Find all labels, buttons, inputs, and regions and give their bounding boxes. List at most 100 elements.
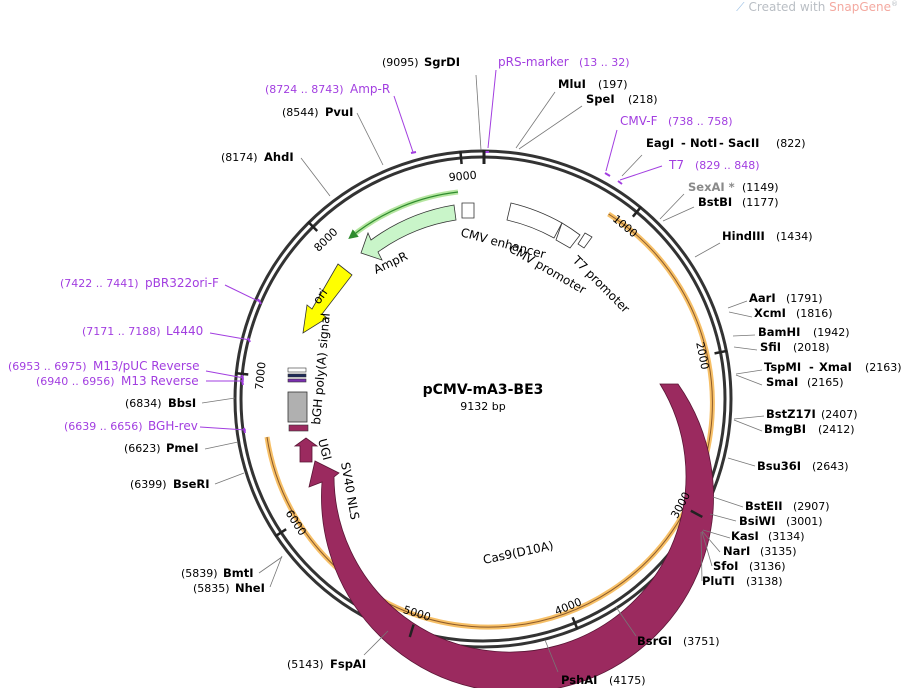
site-pvui[interactable]: PvuI [325, 105, 353, 119]
watermark-brand: SnapGene [829, 0, 891, 14]
site-eagi[interactable]: EagI [646, 136, 674, 150]
watermark-reg: ® [891, 0, 898, 8]
cmv-promoter-feature[interactable] [555, 222, 581, 249]
site-kasi-pos: (3134) [768, 530, 805, 543]
site-ahdi[interactable]: AhdI [264, 150, 294, 164]
site-bmti[interactable]: BmtI [223, 566, 254, 580]
site-bsteii-pos: (2907) [793, 500, 830, 513]
primer-connectors [199, 69, 663, 431]
site-xmai[interactable]: XmaI [819, 360, 852, 374]
t7-promoter-feature[interactable] [577, 232, 593, 249]
primer-cmv-f[interactable]: CMV-F [620, 114, 658, 128]
orf-band-cas9-line [266, 213, 713, 628]
site-bseri-pos: (6399) [130, 478, 167, 491]
site-tspmi[interactable]: TspMI [764, 360, 801, 374]
primer-m13puc-rev-pos: (6953 .. 6975) [8, 360, 87, 373]
site-bmgbi[interactable]: BmgBI [764, 422, 806, 436]
site-pshai[interactable]: PshAI [561, 673, 597, 687]
ampr-promoter-feature[interactable] [461, 202, 475, 219]
primer-prs-marker[interactable]: pRS-marker [498, 55, 569, 69]
site-bstz17i[interactable]: BstZ17I [766, 407, 816, 421]
site-sfoi[interactable]: SfoI [713, 559, 738, 573]
plasmid-name: pCMV-mA3-BE3 [423, 382, 544, 398]
site-pluti[interactable]: PluTI [702, 574, 735, 588]
tick-label: 2000 [693, 341, 711, 371]
site-hindiii[interactable]: HindIII [722, 229, 765, 243]
primer-l4440-pos: (7171 .. 7188) [82, 325, 161, 338]
site-bseri[interactable]: BseRI [173, 477, 210, 491]
primer-m13puc-rev[interactable]: M13/pUC Reverse [93, 359, 200, 373]
sv40-label: SV40 NLS [338, 461, 362, 521]
primer-m13-rev[interactable]: M13 Reverse [121, 374, 199, 388]
site-bamhi-pos: (1942) [813, 326, 850, 339]
site-bamhi[interactable]: BamHI [758, 325, 800, 339]
site-smai[interactable]: SmaI [766, 375, 798, 389]
site-bsiwi-pos: (3001) [786, 515, 823, 528]
primer-l4440[interactable]: L4440 [166, 324, 203, 338]
site-aari-pos: (1791) [786, 292, 823, 305]
site-aari[interactable]: AarI [749, 291, 776, 305]
cas9-feature[interactable] [308, 383, 714, 688]
site-sacii[interactable]: SacII [728, 136, 759, 150]
snapgene-watermark: ⟋Created with SnapGene® [736, 0, 898, 15]
site-sgrdi-pos: (9095) [382, 56, 419, 69]
site-xcmi[interactable]: XcmI [754, 306, 786, 320]
primer-amp-r-pos: (8724 .. 8743) [265, 83, 344, 96]
primer-prs-marker-pos: (13 .. 32) [579, 56, 630, 69]
tick-mark [235, 371, 249, 376]
lac-promoter-feature[interactable] [287, 373, 307, 378]
site-bbsi[interactable]: BbsI [168, 396, 196, 410]
tick-label: 6000 [283, 508, 309, 539]
site-nari[interactable]: NarI [723, 544, 750, 558]
site-bmti-pos: (5839) [181, 567, 218, 580]
ampr-feature[interactable] [360, 204, 457, 261]
tick-mark [714, 349, 728, 355]
site-bsu36i[interactable]: Bsu36I [757, 459, 801, 473]
site-sfii[interactable]: SfiI [760, 340, 781, 354]
site-kasi[interactable]: KasI [731, 529, 759, 543]
bgh-label: bGH poly(A) signal [309, 312, 333, 425]
ugi-label: UGI [315, 437, 334, 462]
tick-mark [571, 616, 579, 630]
site-bstbi[interactable]: BstBI [698, 195, 732, 209]
site-spei[interactable]: SpeI [586, 92, 615, 106]
site-hindiii-pos: (1434) [776, 230, 813, 243]
site-sexai[interactable]: SexAI * [688, 180, 735, 194]
site-fspai-pos: (5143) [287, 658, 324, 671]
site-smai-pos: (2165) [807, 376, 844, 389]
primer-amp-r[interactable]: Amp-R [350, 82, 390, 96]
snapgene-logo-icon: ⟋ [736, 0, 745, 14]
site-bbsi-pos: (6834) [125, 397, 162, 410]
site-spei-pos: (218) [628, 93, 658, 106]
primer-bgh-rev[interactable]: BGH-rev [148, 419, 198, 433]
sv40-nls-feature[interactable] [288, 424, 309, 432]
tick-mark [690, 509, 703, 519]
site-mlui[interactable]: MluI [558, 77, 586, 91]
cap-site-feature[interactable] [287, 378, 307, 383]
tick-mark [408, 624, 415, 638]
primer-pbr322ori-f[interactable]: pBR322ori-F [145, 276, 219, 290]
primer-labels: pRS-marker (13 .. 32) CMV-F (738 .. 758)… [8, 55, 760, 433]
site-tspmi-pos: (2163) [865, 361, 902, 374]
tick-mark [631, 205, 643, 218]
tick-mark [459, 150, 463, 165]
primer-pbr322ori-f-pos: (7422 .. 7441) [60, 277, 139, 290]
ugi-feature[interactable] [293, 437, 319, 463]
site-noti[interactable]: NotI [690, 136, 717, 150]
lac-operator-feature[interactable] [287, 367, 307, 373]
site-bsrgi[interactable]: BsrGI [637, 634, 672, 648]
site-bsteii[interactable]: BstEII [745, 499, 783, 513]
site-sgrdi[interactable]: SgrDI [424, 55, 460, 69]
site-bsrgi-pos: (3751) [683, 635, 720, 648]
site-bsiwi[interactable]: BsiWI [739, 514, 776, 528]
cmv-enhancer-feature[interactable] [506, 202, 563, 239]
site-fspai[interactable]: FspAI [330, 657, 366, 671]
primer-t7-pos: (829 .. 848) [695, 159, 760, 172]
primer-t7[interactable]: T7 [668, 158, 684, 172]
bgh-polya-feature[interactable] [287, 391, 308, 423]
ori-feature[interactable] [302, 263, 353, 334]
site-nhei[interactable]: NheI [235, 581, 265, 595]
site-pmei[interactable]: PmeI [166, 441, 199, 455]
site-bstbi-pos: (1177) [742, 196, 779, 209]
